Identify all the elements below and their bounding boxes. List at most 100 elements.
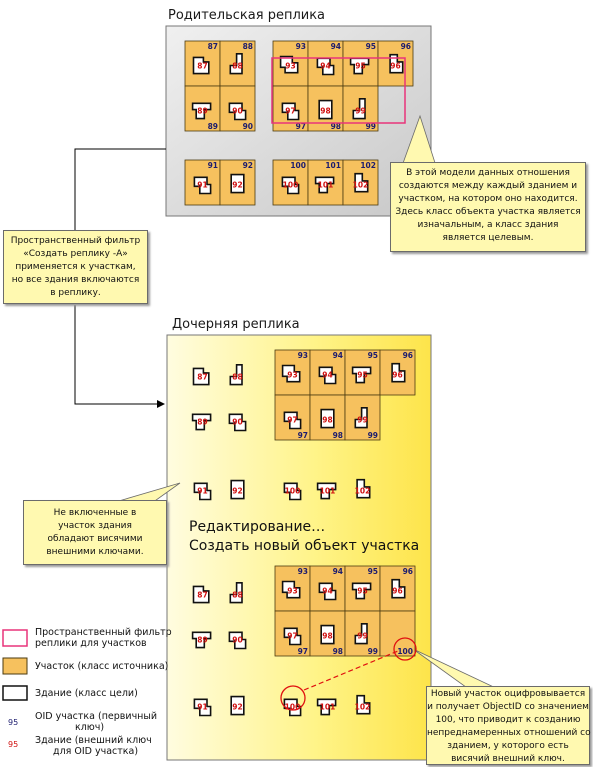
new-parcel-callout-line: Новый участок оцифровывается bbox=[430, 689, 586, 699]
spatial-filter-rect bbox=[271, 57, 406, 124]
building bbox=[320, 624, 335, 645]
building bbox=[281, 364, 301, 383]
parcel-oid-label: 92 bbox=[243, 161, 253, 170]
building bbox=[354, 406, 368, 429]
building-fk-label: 92 bbox=[232, 181, 242, 190]
parcel-oid-label: 99 bbox=[368, 647, 378, 656]
building bbox=[318, 99, 333, 120]
parcel-oid-label: 95 bbox=[368, 567, 378, 576]
parcel-oid-label: 95 bbox=[366, 42, 376, 51]
building bbox=[228, 413, 247, 432]
parcel-oid-label: 99 bbox=[366, 122, 376, 131]
building bbox=[229, 52, 243, 75]
legend-filter-label-line: реплики для участков bbox=[35, 638, 147, 649]
building-fk-label: 99 bbox=[357, 416, 367, 425]
parcel-oid-label: 97 bbox=[296, 122, 306, 131]
building bbox=[316, 698, 337, 716]
relationship-callout-line: является целевым. bbox=[442, 233, 534, 243]
building-fk-label: 95 bbox=[357, 587, 367, 596]
legend-parcel-symbol bbox=[2, 657, 28, 675]
building bbox=[281, 102, 300, 121]
legend-oid-sample: 95 bbox=[8, 718, 19, 727]
building-fk-label: 88 bbox=[232, 373, 242, 382]
legend-fk-label: Здание (внешний ключ для OID участка) bbox=[35, 735, 152, 757]
legend-filter-label-line: Пространственный фильтр bbox=[35, 627, 172, 638]
building-fk-label: 89 bbox=[197, 636, 207, 645]
filter-connector-top bbox=[74, 148, 166, 231]
filter-callout-line: «Создать реплику -A» bbox=[23, 249, 128, 259]
building bbox=[316, 57, 335, 76]
building-fk-label: 94 bbox=[322, 371, 332, 380]
filter-arrow-to-child bbox=[74, 305, 165, 408]
building bbox=[193, 482, 212, 501]
parcel-oid-label: 101 bbox=[325, 161, 341, 170]
building-fk-label: 93 bbox=[287, 371, 297, 380]
building-fk-label: 101 bbox=[320, 703, 336, 712]
parcel-oid-label: 91 bbox=[208, 161, 218, 170]
building-fk-label: 92 bbox=[232, 487, 242, 496]
building-fk-label: 94 bbox=[320, 62, 330, 71]
relationship-callout: В этой модели данных отношения создаются… bbox=[390, 162, 586, 252]
building bbox=[389, 53, 404, 74]
building bbox=[320, 408, 335, 429]
building-fk-label: 99 bbox=[355, 107, 365, 116]
relationship-callout-line: Здесь класс объекта участка является bbox=[395, 207, 581, 217]
parcel-oid-label: 97 bbox=[298, 431, 308, 440]
building-fk-label: 102 bbox=[353, 181, 369, 190]
building-fk-label: 98 bbox=[320, 107, 330, 116]
building bbox=[316, 482, 337, 500]
parcel-oid-label: 94 bbox=[333, 351, 343, 360]
parcel-oid-label: 94 bbox=[333, 567, 343, 576]
building-fk-label: 95 bbox=[357, 371, 367, 380]
building-fk-label: 88 bbox=[232, 591, 242, 600]
legend-oid-label: OID участка (первичный ключ) bbox=[35, 711, 157, 733]
parcel-oid-label: 98 bbox=[333, 647, 343, 656]
building bbox=[283, 411, 302, 430]
building bbox=[191, 631, 212, 649]
new-parcel-callout-line: 100, что приводит к созданию bbox=[435, 715, 581, 725]
unintended-relationship-link bbox=[303, 650, 399, 691]
building-fk-label: 102 bbox=[355, 487, 371, 496]
building-fk-label: 89 bbox=[197, 418, 207, 427]
building bbox=[283, 482, 302, 501]
building bbox=[354, 622, 368, 645]
building bbox=[352, 98, 366, 120]
parcel-oid-label: 93 bbox=[298, 351, 308, 360]
building-fk-label: 100 bbox=[285, 703, 301, 712]
parcel-oid-label: 96 bbox=[403, 567, 413, 576]
relationship-callout-line: создаются между каждый зданием и bbox=[398, 181, 578, 191]
building bbox=[281, 176, 300, 195]
dangling-callout-line: Не включенные в bbox=[53, 508, 137, 518]
building-fk-label: 90 bbox=[232, 636, 242, 645]
filter-callout-line: применяется к участкам, bbox=[15, 262, 136, 272]
new-parcel-callout-line: висячий внешний ключ. bbox=[451, 754, 565, 764]
building-fk-label: 97 bbox=[285, 107, 295, 116]
building bbox=[230, 695, 245, 716]
building bbox=[351, 582, 372, 600]
dangling-callout-line: внешними ключами. bbox=[46, 547, 144, 557]
parcel-oid-label: 100 bbox=[290, 161, 306, 170]
legend-building-symbol bbox=[2, 685, 28, 701]
building-fk-label: 87 bbox=[197, 62, 207, 71]
building-fk-label: 99 bbox=[357, 632, 367, 641]
legend-oid-label-line: OID участка (первичный bbox=[35, 711, 158, 722]
building-fk-label: 90 bbox=[232, 107, 242, 116]
building-fk-label: 94 bbox=[322, 587, 332, 596]
building bbox=[281, 580, 301, 599]
parcel-oid-label: 96 bbox=[401, 42, 411, 51]
dangling-callout-line: обладают висячими bbox=[47, 534, 143, 544]
building-fk-label: 89 bbox=[197, 107, 207, 116]
building-100-highlight bbox=[280, 685, 306, 711]
building bbox=[191, 413, 212, 431]
building-fk-label: 101 bbox=[320, 487, 336, 496]
building-fk-label: 93 bbox=[285, 62, 295, 71]
filter-callout-line: но все здания включаются bbox=[11, 275, 140, 285]
parcel-cell bbox=[379, 610, 416, 657]
parcel-oid-label: 97 bbox=[298, 647, 308, 656]
building bbox=[193, 176, 212, 195]
building bbox=[192, 585, 210, 604]
new-parcel-callout-line: непреднамеренных отношений со bbox=[427, 728, 591, 738]
legend-oid-label-line: ключ) bbox=[75, 722, 105, 733]
building-fk-label: 100 bbox=[285, 487, 301, 496]
parcel-oid-label: 90 bbox=[243, 122, 253, 131]
